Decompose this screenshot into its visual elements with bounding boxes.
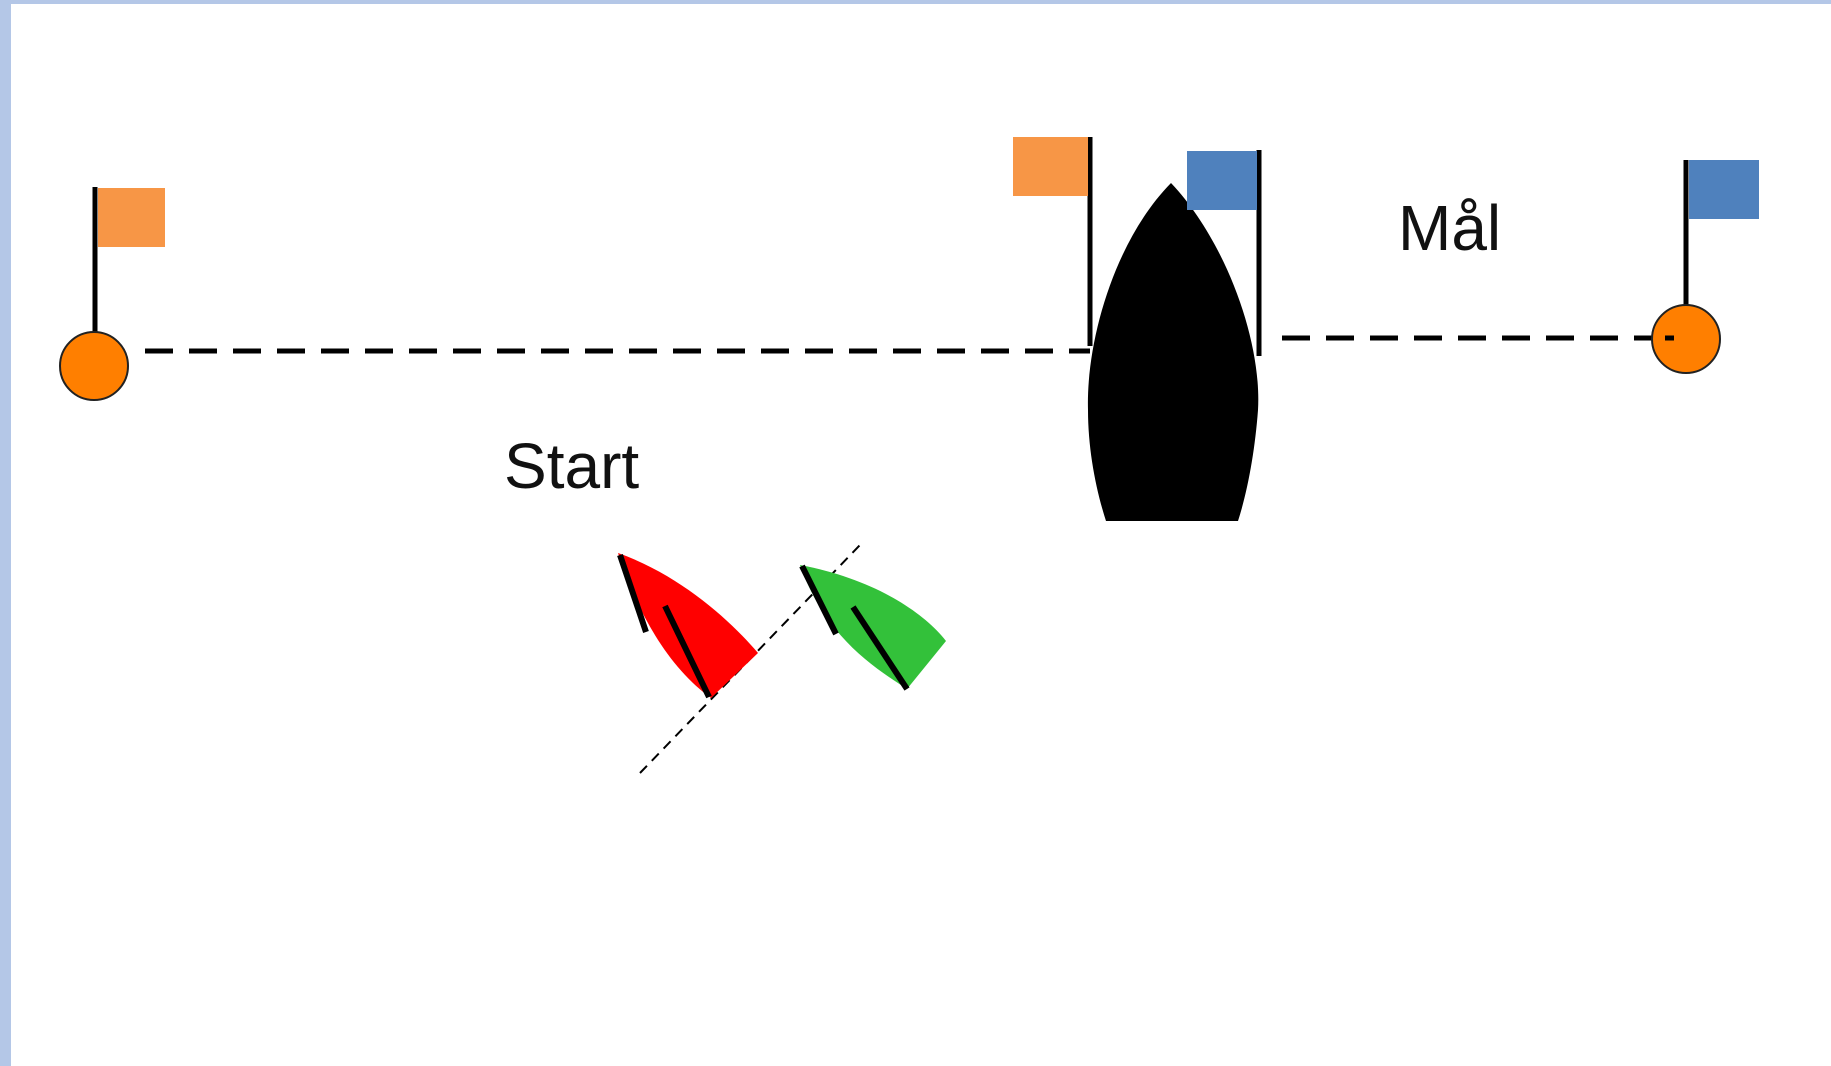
- green-boat-icon: [799, 564, 946, 691]
- top-border: [0, 0, 1831, 4]
- finish-label: Mål: [1398, 192, 1501, 264]
- orange-flag-icon: [1013, 137, 1088, 196]
- orange-flag-icon: [98, 188, 165, 247]
- start-label: Start: [504, 430, 639, 502]
- blue-flag-icon: [1689, 160, 1759, 219]
- left-border: [0, 0, 11, 1066]
- orange-buoy-icon: [59, 331, 129, 401]
- red-boat-icon: [617, 553, 758, 699]
- orange-buoy-icon: [1651, 304, 1721, 374]
- blue-flag-icon: [1187, 151, 1257, 210]
- finish-buoy-icon: [1651, 160, 1759, 374]
- committee-boat-icon: [1013, 137, 1262, 521]
- start-buoy-icon: [59, 187, 165, 401]
